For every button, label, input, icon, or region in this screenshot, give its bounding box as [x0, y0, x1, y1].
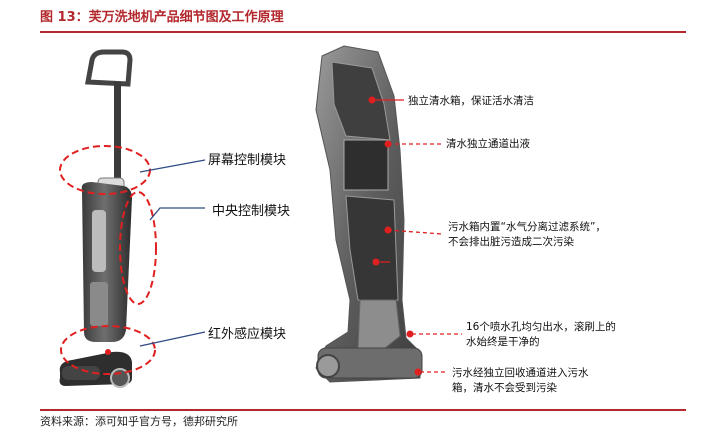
- clean-water-tank-cut: [331, 61, 391, 141]
- label-dirty-tank: 污水箱内置“水气分离过滤系统”， 不会排出脏污造成二次污染: [448, 221, 606, 248]
- bottom-rule: [40, 409, 686, 411]
- source-note: 资料来源：添可知乎官方号，德邦研究所: [40, 415, 238, 428]
- marker-dirty-tank-lower: [372, 258, 380, 266]
- infrared-callout-ellipse: [60, 325, 156, 375]
- central-leader: [149, 207, 205, 221]
- label-recovery: 污水经独立回收通道进入污水 箱，清水不会受到污染: [452, 367, 589, 394]
- marker-clean-channel: [384, 140, 392, 148]
- screen-leader: [139, 159, 206, 173]
- handle-grip: [85, 49, 133, 87]
- recovery-pipe: [357, 299, 401, 353]
- label-screen-control: 屏幕控制模块: [208, 153, 287, 168]
- infrared-sensor-dot: [105, 349, 111, 355]
- label-clean-channel: 清水独立通道出液: [446, 138, 530, 150]
- label-central-control: 中央控制模块: [212, 204, 291, 219]
- central-callout-ellipse: [119, 191, 157, 305]
- top-rule: [40, 31, 686, 33]
- infrared-leader: [139, 331, 206, 347]
- body-panel: [90, 282, 108, 326]
- handle-shaft: [114, 82, 121, 182]
- label-nozzles: 16个喷水孔均匀出水，滚刷上的 水始终是干净的: [466, 321, 616, 348]
- roller-brush: [62, 366, 100, 380]
- marker-clean-tank: [368, 96, 376, 104]
- right-callouts: [368, 96, 462, 376]
- marker-recovery: [414, 368, 422, 376]
- clean-channel-cut: [343, 139, 389, 191]
- label-infrared-sensor: 红外感应模块: [208, 327, 287, 342]
- marker-dirty-tank-upper: [384, 226, 392, 234]
- marker-nozzles: [406, 330, 414, 338]
- washer-illustration: [59, 49, 133, 388]
- cutaway-wheel: [316, 354, 340, 378]
- figure-title: 图 13：芙万洗地机产品细节图及工作原理: [40, 10, 284, 25]
- water-tank-window: [92, 210, 106, 272]
- label-clean-tank: 独立清水箱，保证活水清洁: [408, 95, 534, 107]
- cutaway-illustration: [315, 45, 423, 383]
